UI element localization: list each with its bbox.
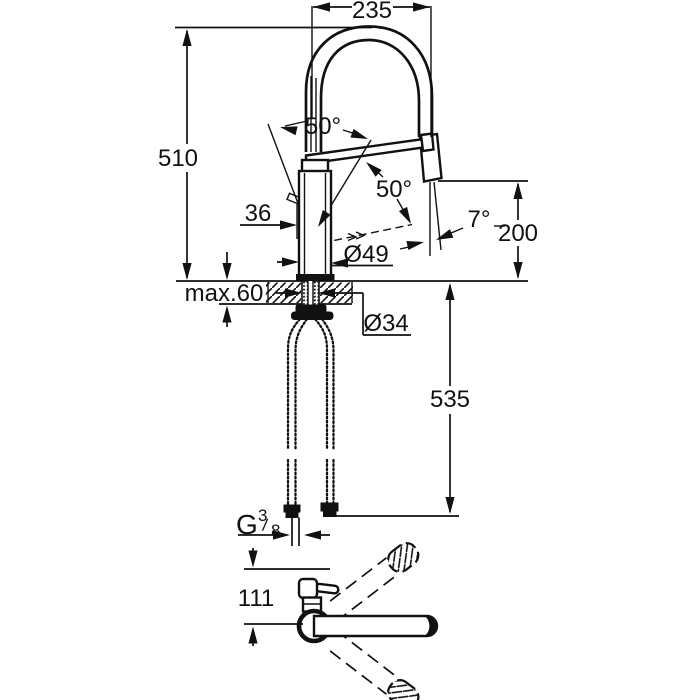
swivel-arm-phantom-up [329, 542, 420, 623]
label-50-down: 50° [376, 176, 412, 203]
label-7: 7° [468, 206, 491, 233]
mounting-nut [291, 304, 334, 320]
lever-phantom-down [321, 223, 413, 244]
label-235: 235 [352, 0, 392, 24]
plan-view: 111 [238, 542, 439, 700]
spout-arch [304, 25, 434, 152]
label-dia34: Ø34 [363, 310, 408, 337]
plan-spout-arm [312, 614, 439, 638]
label-111: 111 [238, 585, 274, 612]
dim-spout-reach-235: 235 [311, 0, 432, 137]
lever-phantom-up [267, 123, 301, 207]
label-thread-letter: G [236, 509, 258, 540]
dim-lever-offset-36: 36 [240, 200, 298, 239]
label-dia49: Ø49 [343, 241, 388, 268]
swivel-arm-phantom-down [329, 629, 420, 700]
faucet-front-view [267, 25, 443, 282]
label-36: 36 [245, 200, 272, 227]
body-column [296, 158, 335, 282]
label-max60: max.60 [185, 280, 264, 307]
dim-total-height-510: 510 [158, 26, 372, 280]
label-thread-denominator: 8 [271, 521, 280, 540]
dim-hole-diameter-34: Ø34 [276, 288, 411, 337]
supply-hoses [286, 317, 335, 507]
plan-lever [297, 577, 340, 613]
label-thread-numerator: 3 [258, 506, 267, 525]
hose-end-fittings [283, 502, 339, 546]
dim-deck-thickness-max60: max.60 [185, 252, 264, 327]
spray-axis-lines [429, 181, 442, 256]
mounting-deck [176, 280, 528, 305]
label-50-up: 50° [305, 113, 341, 140]
dim-clearance-200: 200 [438, 180, 538, 279]
supply-assembly [283, 280, 339, 546]
label-535: 535 [430, 386, 470, 413]
threaded-shank [301, 280, 320, 308]
dim-swivel-111: 111 [238, 548, 330, 646]
label-thread-slash: / [261, 516, 269, 536]
dim-thread-g38: G 3 / 8 [236, 506, 330, 540]
dim-hose-length-535: 535 [327, 283, 470, 517]
dim-body-diameter-49: Ø49 [277, 241, 393, 268]
label-510: 510 [158, 145, 198, 172]
plan-spray-face [424, 615, 436, 637]
angle-lever-down-50: 50° [362, 158, 416, 227]
label-200: 200 [498, 220, 538, 247]
angle-spray-7: 7° [399, 206, 505, 251]
angle-lever-up-50: 50° [278, 113, 370, 230]
